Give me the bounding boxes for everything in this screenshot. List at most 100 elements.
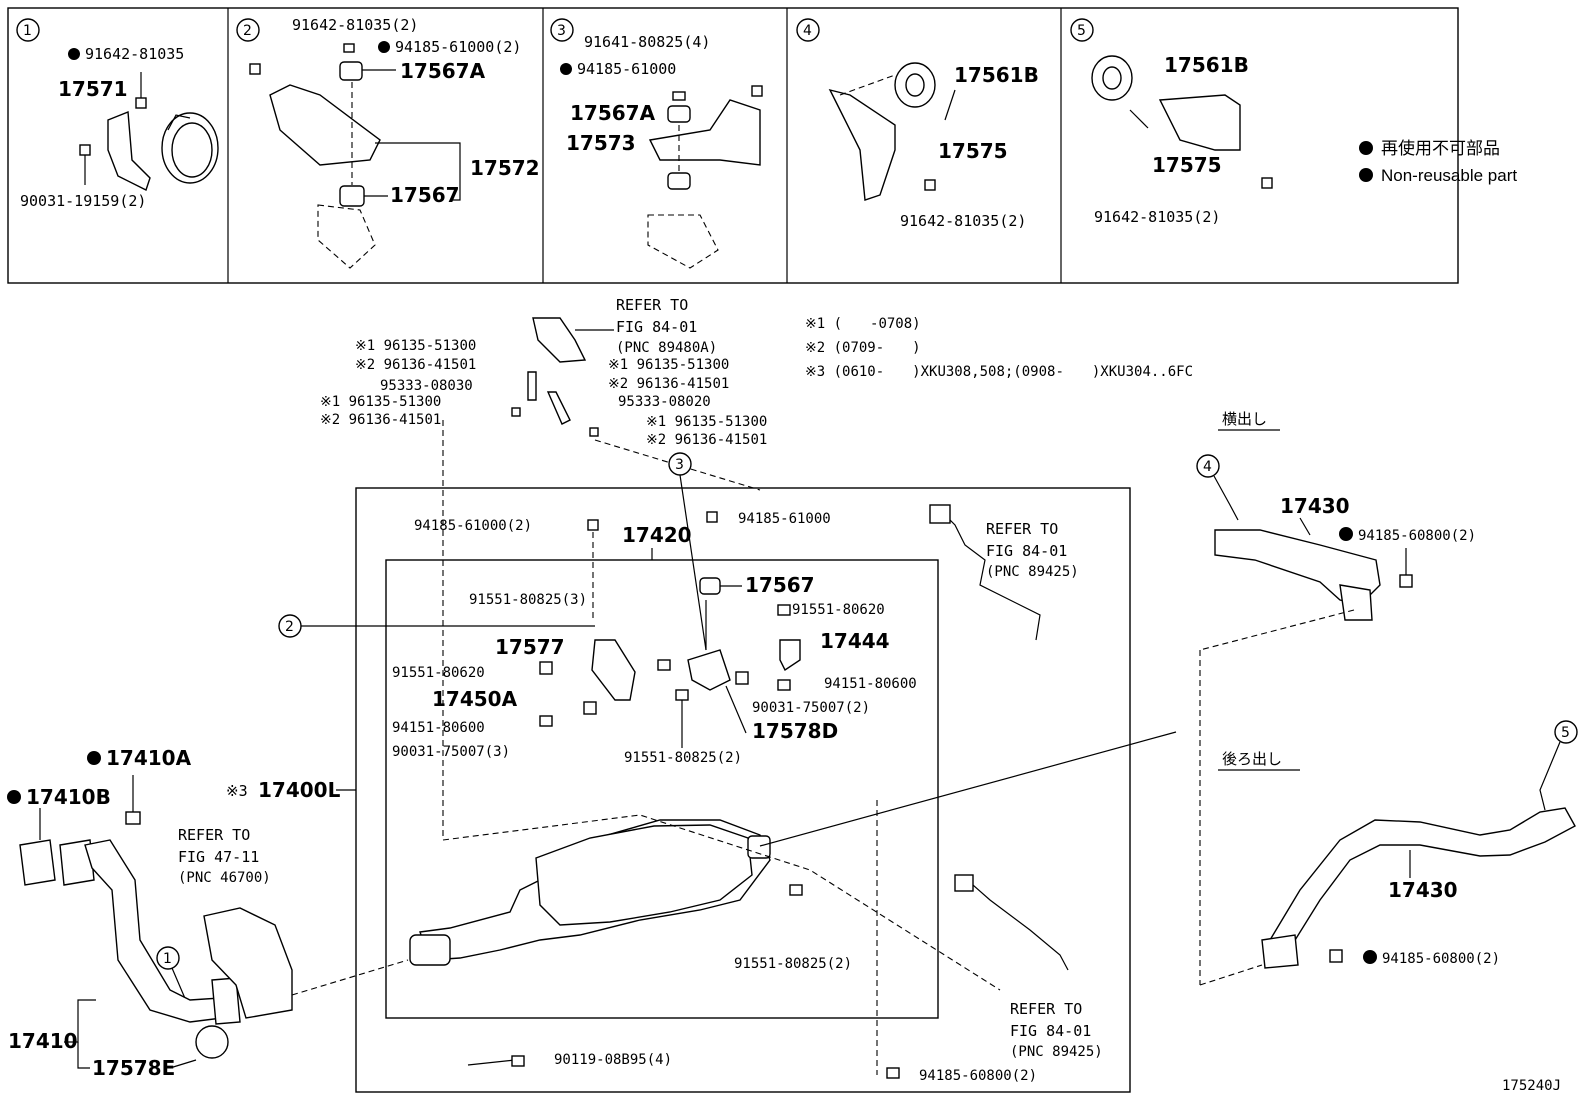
part-label: 91641-80825(4) [584, 33, 710, 51]
part-number-17410: 17410 [8, 1029, 78, 1053]
svg-text:5: 5 [1561, 725, 1570, 741]
front-pipe: 17410A 17410B REFER TO FIG 47-11 (PNC 46… [7, 746, 409, 1080]
part-number-17444: 17444 [820, 629, 890, 653]
part-number-17430: 17430 [1388, 878, 1458, 902]
legend-ja: 再使用不可部品 [1381, 138, 1500, 158]
part-number-17577: 17577 [495, 635, 565, 659]
part-number: 17571 [58, 77, 128, 101]
top-hardware-group: REFER TO FIG 84-01 (PNC 89480A) ※1 96135… [320, 296, 767, 840]
svg-text:90031-75007(3): 90031-75007(3) [392, 744, 510, 760]
inset-number: 4 [803, 23, 812, 39]
part-number: 17567A [400, 59, 486, 83]
part-number-17430: 17430 [1280, 494, 1350, 518]
part-number: 17561B [1164, 53, 1249, 77]
note-2: ※2 (0709- ) [805, 340, 921, 356]
part-number-17420: 17420 [622, 523, 692, 547]
inset-1: 1 91642-81035 17571 90031-19159(2) [16, 18, 219, 210]
part-label: 94185-61000(2) [395, 38, 521, 56]
svg-text:94151-80600: 94151-80600 [392, 720, 485, 736]
svg-text:REFER TO: REFER TO [986, 520, 1058, 538]
callouts: 2 3 1 4 5 [156, 452, 1578, 1011]
part-label: 94185-61000 [577, 60, 676, 78]
svg-text:※1 96135-51300: ※1 96135-51300 [646, 414, 767, 430]
svg-text:(PNC 89425): (PNC 89425) [1010, 1044, 1103, 1060]
tail-pipe-side-exit: 横出し 17430 94185-60800(2) [1199, 410, 1476, 985]
refer-fig-84-01-c: REFER TO FIG 84-01 (PNC 89425) [1010, 1000, 1103, 1060]
svg-text:(PNC 89425): (PNC 89425) [986, 564, 1079, 580]
part-label: 90031-19159(2) [20, 192, 146, 210]
svg-text:(PNC 46700): (PNC 46700) [178, 870, 271, 886]
legend-en: Non-reusable part [1381, 166, 1517, 185]
part-number: 17567 [390, 183, 460, 207]
svg-text:※2 96136-41501: ※2 96136-41501 [320, 412, 441, 428]
svg-text:3: 3 [675, 457, 684, 473]
svg-text:94185-61000(2): 94185-61000(2) [414, 518, 532, 534]
inset-number: 3 [557, 23, 566, 39]
part-number: 17573 [566, 131, 636, 155]
svg-text:95333-08020: 95333-08020 [618, 394, 711, 410]
svg-text:90031-75007(2): 90031-75007(2) [752, 700, 870, 716]
part-number-17410B: 17410B [26, 785, 111, 809]
part-number-17578E: 17578E [92, 1056, 175, 1080]
figure-id: 175240J [1502, 1078, 1561, 1094]
svg-text:91551-80825(2): 91551-80825(2) [734, 956, 852, 972]
inset-4: 4 17561B 17575 91642-81035(2) [796, 18, 1039, 230]
part-number-17567: 17567 [745, 573, 815, 597]
svg-text:94185-60800(2): 94185-60800(2) [919, 1068, 1037, 1084]
svg-text:94185-60800(2): 94185-60800(2) [1358, 528, 1476, 544]
svg-text:95333-08030: 95333-08030 [380, 378, 473, 394]
svg-text:94185-61000: 94185-61000 [738, 511, 831, 527]
inset-2: 2 91642-81035(2) 94185-61000(2) 17567A 1… [236, 16, 540, 269]
inset-number: 5 [1077, 23, 1086, 39]
part-number-17400L: 17400L [258, 778, 341, 802]
inset-number: 1 [23, 23, 32, 39]
svg-text:REFER TO: REFER TO [616, 296, 688, 314]
svg-text:FIG 84-01: FIG 84-01 [616, 318, 697, 336]
part-label: 91642-81035(2) [292, 16, 418, 34]
svg-text:94151-80600: 94151-80600 [824, 676, 917, 692]
svg-text:91551-80825(3): 91551-80825(3) [469, 592, 587, 608]
svg-text:※1 96135-51300: ※1 96135-51300 [355, 338, 476, 354]
part-number: 17572 [470, 156, 540, 180]
part-label: 91642-81035(2) [1094, 208, 1220, 226]
part-number: 17561B [954, 63, 1039, 87]
part-number: 17567A [570, 101, 656, 125]
svg-text:FIG 47-11: FIG 47-11 [178, 848, 259, 866]
part-number: 17575 [1152, 153, 1222, 177]
svg-text:FIG 84-01: FIG 84-01 [986, 542, 1067, 560]
svg-text:91551-80620: 91551-80620 [792, 602, 885, 618]
refer-fig-84-01-b: REFER TO FIG 84-01 (PNC 89425) [986, 520, 1079, 580]
legend: 再使用不可部品 Non-reusable part [1359, 138, 1517, 185]
refer-fig-47-11: REFER TO FIG 47-11 (PNC 46700) [178, 826, 271, 886]
svg-text:※1 96135-51300: ※1 96135-51300 [320, 394, 441, 410]
svg-text:※2 96136-41501: ※2 96136-41501 [355, 357, 476, 373]
part-label: 91642-81035 [85, 45, 184, 63]
inset-number: 2 [243, 23, 252, 39]
svg-text:REFER TO: REFER TO [178, 826, 250, 844]
part-number: 17575 [938, 139, 1008, 163]
svg-text:1: 1 [163, 951, 172, 967]
note-ref: ※3 [226, 782, 248, 800]
svg-text:4: 4 [1203, 459, 1212, 475]
inset-3: 3 91641-80825(4) 94185-61000 17567A 1757… [550, 18, 763, 269]
inset-panels [7, 7, 1459, 284]
svg-text:※1 96135-51300: ※1 96135-51300 [608, 357, 729, 373]
tail-pipe-rear-exit: 後ろ出し 17430 94185-60800(2) [1199, 750, 1576, 986]
svg-text:FIG 84-01: FIG 84-01 [1010, 1022, 1091, 1040]
part-label: 91642-81035(2) [900, 212, 1026, 230]
main-assembly: ※3 17400L 94185-61000(2) 17420 94185-610… [226, 487, 1177, 1093]
svg-text:※2 96136-41501: ※2 96136-41501 [608, 376, 729, 392]
refer-fig-84-01-a: REFER TO FIG 84-01 (PNC 89480A) [616, 296, 717, 356]
note-3: ※3 (0610- )XKU308,508;(0908- )XKU304..6F… [805, 364, 1193, 380]
svg-text:※2 96136-41501: ※2 96136-41501 [646, 432, 767, 448]
svg-text:2: 2 [285, 619, 294, 635]
svg-text:94185-60800(2): 94185-60800(2) [1382, 951, 1500, 967]
svg-text:(PNC 89480A): (PNC 89480A) [616, 340, 717, 356]
side-exit-label: 横出し [1222, 410, 1267, 428]
svg-text:91551-80620: 91551-80620 [392, 665, 485, 681]
svg-text:90119-08B95(4): 90119-08B95(4) [554, 1052, 672, 1068]
rear-exit-label: 後ろ出し [1222, 750, 1282, 768]
serial-notes: ※1 ( -0708) ※2 (0709- ) ※3 (0610- )XKU30… [805, 316, 1193, 380]
